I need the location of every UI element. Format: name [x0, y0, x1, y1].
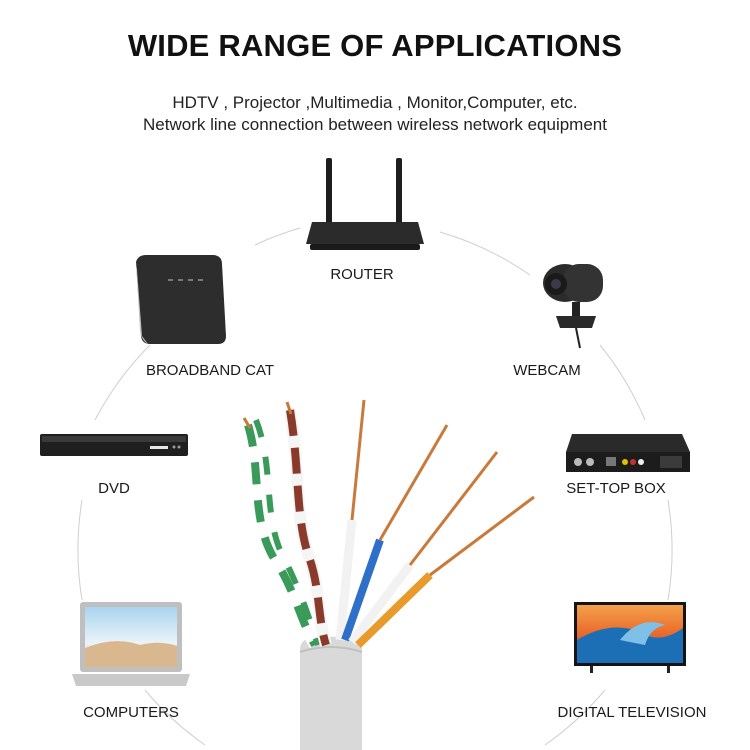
router-label: ROUTER	[330, 266, 394, 283]
dvd-player-icon	[40, 434, 188, 456]
subtitle-line-2: Network line connection between wireless…	[143, 115, 607, 134]
set-top-box-icon	[566, 434, 690, 472]
webcam-label: WEBCAM	[513, 362, 581, 379]
computers-label: COMPUTERS	[83, 704, 179, 721]
digital-television-label: DIGITAL TELEVISION	[557, 704, 707, 721]
webcam-icon	[543, 264, 603, 349]
broadband-cat-label: BROADBAND CAT	[145, 362, 275, 379]
network-cable-icon	[242, 399, 535, 750]
set-top-box-label: SET-TOP BOX	[566, 480, 666, 497]
dvd-label: DVD	[98, 480, 130, 497]
modem-icon	[136, 255, 226, 344]
page-title: WIDE RANGE OF APPLICATIONS	[127, 28, 623, 63]
router-icon	[306, 158, 424, 250]
laptop-icon	[72, 602, 190, 686]
connection-circle	[77, 227, 673, 746]
television-icon	[574, 602, 686, 673]
subtitle-line-1: HDTV , Projector ,Multimedia , Monitor,C…	[172, 93, 578, 112]
